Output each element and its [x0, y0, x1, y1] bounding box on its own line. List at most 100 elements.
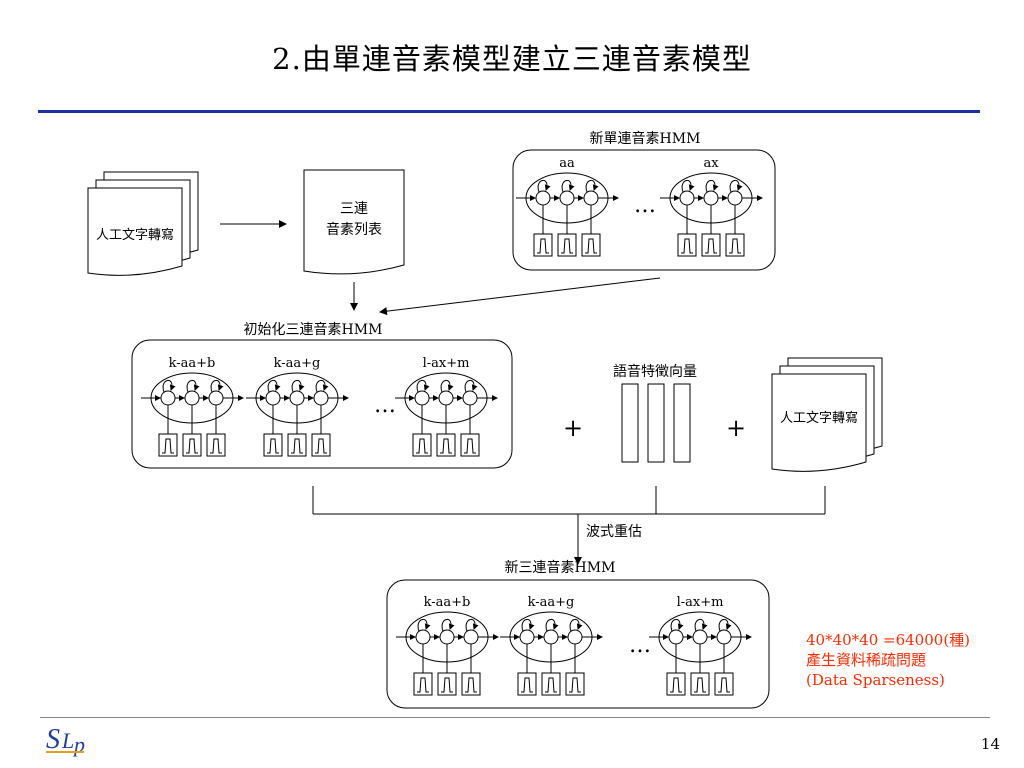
triphone-list-doc	[303, 169, 405, 275]
note-line-1: 40*40*40 =64000(種)	[806, 631, 971, 649]
reestimation-label: 波式重估	[586, 524, 642, 540]
hmm-self-loop	[561, 180, 575, 193]
svg-text:p: p	[72, 732, 85, 757]
new-tri-hmm-title: 新三連音素HMM	[505, 559, 616, 576]
hmm-self-loop	[537, 180, 551, 193]
hmm-self-loop	[465, 619, 479, 632]
gaussian-curve	[417, 677, 429, 693]
hmm-model: ax	[660, 156, 763, 257]
hmm-state	[313, 390, 329, 406]
gaussian-box	[182, 433, 202, 457]
gaussian-box	[714, 672, 734, 696]
gaussian-box	[666, 672, 686, 696]
hmm-self-loop	[705, 180, 719, 193]
hmm-self-loop	[267, 380, 281, 393]
new-tri-ellipsis: …	[629, 633, 651, 658]
hmm-state	[703, 190, 719, 206]
hmm-state	[414, 390, 430, 406]
manual-transcription-doc	[87, 171, 199, 276]
hmm-self-loop	[417, 619, 431, 632]
hmm-self-loop	[291, 380, 305, 393]
hmm-state	[463, 629, 479, 645]
hmm-self-loop	[441, 619, 455, 632]
hmm-state	[462, 390, 478, 406]
init-ellipsis: …	[374, 393, 396, 418]
hmm-state	[519, 629, 535, 645]
hmm-self-loop	[569, 619, 583, 632]
hmm-self-loop	[440, 380, 454, 393]
feature-vectors	[621, 383, 691, 463]
hmm-self-loop	[210, 380, 224, 393]
new-mono-hmm-title: 新單連音素HMM	[590, 130, 701, 147]
hmm-model: k-aa+b	[141, 356, 244, 457]
hmm-self-loop	[585, 180, 599, 193]
plus-sign-1: +	[563, 414, 583, 442]
gaussian-curve	[681, 238, 693, 254]
hmm-state	[439, 629, 455, 645]
feature-vector-bar	[647, 383, 665, 463]
hmm-self-loop	[729, 180, 743, 193]
hmm-self-loop	[162, 380, 176, 393]
gaussian-box	[690, 672, 710, 696]
gaussian-curve	[464, 438, 476, 454]
hmm-model-label: k-aa+b	[424, 595, 471, 610]
gaussian-curve	[521, 677, 533, 693]
note-line-3: (Data Sparseness)	[806, 671, 945, 689]
gaussian-box	[701, 233, 721, 257]
hmm-self-loop	[315, 380, 329, 393]
gaussian-box	[413, 672, 433, 696]
gaussian-box	[565, 672, 585, 696]
gaussian-box	[461, 672, 481, 696]
hmm-self-loop	[670, 619, 684, 632]
hmm-state	[559, 190, 575, 206]
hmm-model: k-aa+g	[246, 356, 349, 457]
gaussian-curve	[465, 677, 477, 693]
gaussian-box	[311, 433, 331, 457]
hmm-state	[208, 390, 224, 406]
manual-transcription-label: 人工文字轉寫	[96, 227, 174, 243]
hmm-state	[535, 190, 551, 206]
hmm-state	[438, 390, 454, 406]
gaussian-curve	[315, 438, 327, 454]
hmm-self-loop	[694, 619, 708, 632]
hmm-model-label: l-ax+m	[677, 595, 724, 610]
hmm-state	[567, 629, 583, 645]
feature-vector-bar	[621, 383, 639, 463]
gaussian-box	[581, 233, 601, 257]
feature-vectors-title: 語音特徵向量	[613, 363, 697, 380]
svg-text:S: S	[46, 724, 60, 755]
hmm-state	[692, 629, 708, 645]
hmm-state	[679, 190, 695, 206]
hmm-state	[184, 390, 200, 406]
hmm-self-loop	[416, 380, 430, 393]
gaussian-box	[517, 672, 537, 696]
title-divider	[38, 110, 980, 113]
hmm-self-loop	[464, 380, 478, 393]
gaussian-box	[460, 433, 480, 457]
slide-title: 2.由單連音素模型建立三連音素模型	[272, 42, 752, 76]
gaussian-curve	[729, 238, 741, 254]
gaussian-curve	[585, 238, 597, 254]
hmm-self-loop	[681, 180, 695, 193]
gaussian-curve	[718, 677, 730, 693]
hmm-model-label: ax	[703, 156, 719, 171]
gaussian-box	[533, 233, 553, 257]
hmm-model: k-aa+g	[500, 595, 603, 696]
gaussian-curve	[162, 438, 174, 454]
hmm-state	[289, 390, 305, 406]
hmm-state	[265, 390, 281, 406]
footer-divider	[40, 717, 990, 718]
hmm-model-label: k-aa+g	[274, 356, 321, 371]
gaussian-curve	[291, 438, 303, 454]
hmm-model-label: aa	[559, 156, 575, 171]
hmm-self-loop	[545, 619, 559, 632]
manual-transcription-label-2: 人工文字轉寫	[780, 410, 858, 426]
hmm-model: l-ax+m	[649, 595, 752, 696]
hmm-model-label: l-ax+m	[423, 356, 470, 371]
triphone-list-label-line2: 音素列表	[326, 221, 382, 238]
arrow-mono-to-init	[379, 277, 661, 316]
triphone-list-label-line1: 三連	[340, 201, 368, 217]
gaussian-box	[541, 672, 561, 696]
gaussian-curve	[416, 438, 428, 454]
gaussian-box	[412, 433, 432, 457]
